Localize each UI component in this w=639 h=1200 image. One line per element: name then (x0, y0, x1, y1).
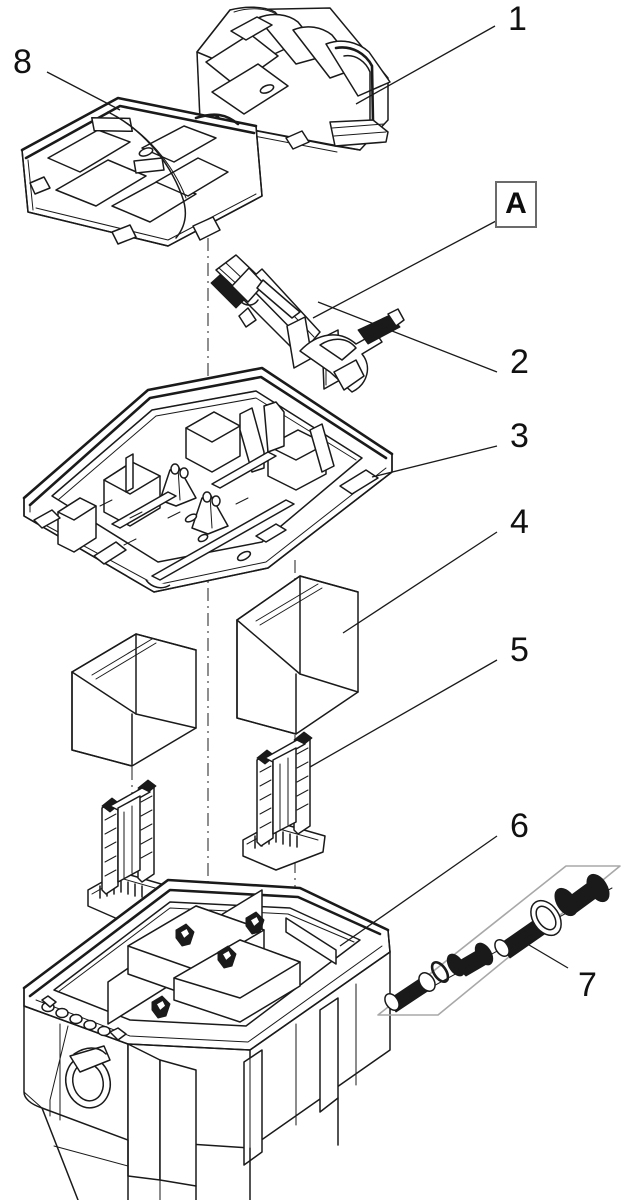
callout-number-5: 5 (510, 631, 529, 669)
callout-number-1: 1 (508, 0, 527, 38)
leader-lines (46, 25, 569, 969)
part-5-foam-holder-bracket-left (87, 779, 169, 921)
part-5-foam-holder-bracket-right (242, 731, 326, 871)
union-nut (446, 942, 494, 977)
callout-number-4: 4 (510, 503, 529, 541)
part-4-filter-foam-large (236, 575, 359, 735)
detail-marker-a: A (495, 181, 537, 228)
part-2-inner-tray-lid (22, 366, 394, 593)
detail-marker-a-label: A (505, 186, 527, 220)
callout-number-8: 8 (13, 43, 32, 81)
leader-line-1 (355, 25, 496, 105)
part-8-hinged-lid-left (20, 96, 263, 247)
part-7-hose-connector-kit (377, 865, 621, 1016)
part-1-hinged-lid-right (196, 6, 391, 153)
callout-number-6: 6 (510, 807, 529, 845)
hose-nozzle-large (494, 899, 562, 959)
leader-line-2 (317, 301, 498, 373)
part-3-filter-foam-small (71, 633, 197, 767)
part-lid-assembly (20, 6, 391, 247)
callout-number-3: 3 (510, 417, 529, 455)
part-6-filter-housing-basin (22, 878, 391, 1200)
leader-line-6 (339, 835, 498, 947)
hose-nozzle-small (384, 972, 436, 1013)
callout-number-7: 7 (578, 966, 597, 1004)
cap-nut (554, 873, 610, 917)
leader-line-A (312, 220, 497, 319)
leader-line-3 (371, 445, 498, 478)
part-A-uvc-lamp-unit (210, 254, 405, 393)
leader-line-4 (342, 531, 498, 634)
o-ring (430, 960, 450, 984)
callout-number-2: 2 (510, 343, 529, 381)
leader-line-8 (46, 71, 121, 111)
leader-line-7 (523, 941, 569, 969)
leader-line-5 (309, 659, 498, 768)
